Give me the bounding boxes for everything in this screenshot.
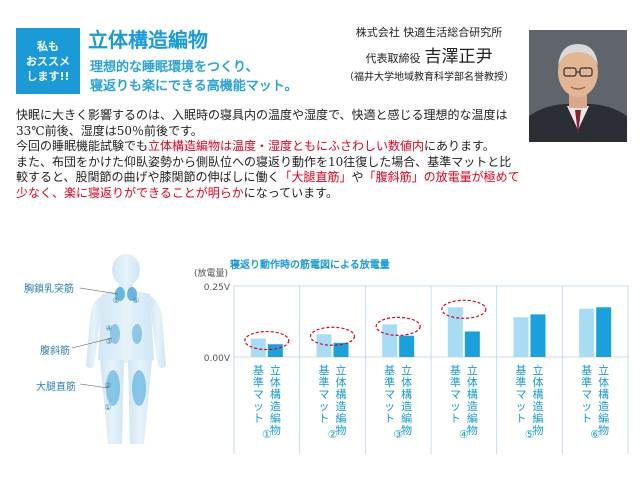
badge-line-2: おススメ (26, 54, 70, 68)
marker-1: ① (104, 403, 111, 412)
series-label-3d-knit: 立体構造編物 (598, 364, 610, 437)
author-block: 株式会社 快適生活総合研究所 代表取締役吉澤正尹 （福井大学地域教育科学部名誉教… (334, 24, 524, 83)
bar-3d-knit (464, 331, 480, 357)
highlight-ring (309, 326, 356, 346)
author-name: 吉澤正尹 (424, 47, 493, 67)
p3-text-3: になっています。 (243, 185, 338, 200)
label-sternocleidomastoid: 胸鎖乳突筋 (24, 284, 74, 295)
subtitle-line-1: 理想的な睡眠環境をつくり、 (90, 60, 259, 75)
bar-baseline-mat (579, 308, 595, 357)
bar-baseline-mat (250, 338, 266, 357)
emg-bar-chart: 0.25V 0.00V (204, 283, 629, 454)
bar-3d-knit (267, 344, 283, 357)
category-label: ⑥ (590, 428, 601, 441)
category-label: ① (261, 428, 272, 441)
paragraph-3: また、布団をかけた仰臥姿勢から側臥位への寝返り動作を10往復した場合、基準マット… (16, 155, 522, 202)
category-label: ⑤ (524, 428, 535, 441)
badge-line-1: 私も (37, 39, 59, 53)
article-body: 快眠に大きく影響するのは、入眠時の寝具内の温度や湿度で、快適と感じる理想的な温度… (16, 108, 522, 202)
human-body-figure: ⑤ ⑥ ④ ③ ② ① (71, 254, 166, 444)
series-label-3d-knit: 立体構造編物 (269, 364, 281, 437)
series-label-baseline-mat: 基準マット (252, 364, 264, 425)
marker-4: ④ (105, 324, 112, 333)
highlight-ring (244, 330, 290, 351)
paragraph-1: 快眠に大きく影響するのは、入眠時の寝具内の温度や湿度で、快適と感じる理想的な温度… (16, 108, 508, 138)
y-tick-base: 0.00V (204, 354, 231, 364)
highlight-ring (375, 316, 421, 336)
author-affiliation: （福井大学地域教育科学部名誉教授） (344, 72, 514, 83)
category-label: ② (327, 428, 338, 441)
portrait-illustration (529, 30, 627, 142)
series-label-3d-knit: 立体構造編物 (466, 364, 478, 437)
series-label-baseline-mat: 基準マット (384, 364, 396, 425)
badge-line-3: します!! (26, 69, 70, 83)
bar-3d-knit (333, 342, 349, 357)
chart-title: 寝返り動作時の筋電図による放電量 (230, 260, 390, 271)
series-label-baseline-mat: 基準マット (581, 364, 593, 425)
marker-3: ③ (105, 337, 112, 346)
highlight-ring (441, 299, 487, 319)
marker-5: ⑤ (112, 296, 119, 305)
y-axis-label: (放電量) (194, 269, 229, 279)
p3-highlight-2: 「腹斜筋」の放電量が極めて少なく、楽に寝返りができることが明らか (16, 170, 520, 200)
label-oblique: 腹斜筋 (40, 346, 70, 357)
bar-baseline-mat (382, 324, 398, 357)
p3-highlight-1: 「大腿直筋」 (279, 170, 352, 185)
p3-text-2: や (351, 170, 364, 185)
series-label-3d-knit: 立体構造編物 (401, 364, 413, 437)
subtitle-line-2: 寝返りも楽にできる高機能マット。 (90, 79, 298, 94)
p2-highlight: 立体構造編物は温度・湿度ともにふさわしい数値内 (148, 139, 425, 154)
series-label-3d-knit: 立体構造編物 (335, 364, 347, 437)
marker-6: ⑥ (132, 296, 139, 305)
bar-baseline-mat (316, 334, 332, 357)
series-label-baseline-mat: 基準マット (318, 364, 330, 425)
series-label-baseline-mat: 基準マット (449, 364, 461, 425)
series-label-baseline-mat: 基準マット (515, 364, 527, 425)
marker-2: ② (104, 381, 111, 390)
category-label: ④ (458, 428, 469, 441)
author-organization: 株式会社 快適生活総合研究所 (355, 26, 503, 39)
bar-3d-knit (399, 335, 415, 357)
author-name-row: 代表取締役吉澤正尹 (334, 42, 524, 67)
bar-baseline-mat (513, 317, 529, 357)
bar-baseline-mat (447, 307, 463, 357)
p2-text-2: にあります。 (424, 139, 495, 154)
y-tick-top: 0.25V (204, 283, 231, 293)
bar-3d-knit (596, 307, 612, 357)
p2-text-1: 今回の睡眠機能試験でも (16, 139, 149, 154)
bar-3d-knit (530, 314, 546, 357)
category-label: ③ (393, 428, 404, 441)
series-label-3d-knit: 立体構造編物 (532, 364, 544, 437)
product-title: 立体構造編物 (88, 28, 208, 52)
author-portrait (529, 30, 627, 142)
paragraph-2: 今回の睡眠機能試験でも立体構造編物は温度・湿度ともにふさわしい数値内にあります。 (16, 139, 522, 155)
product-subtitle: 理想的な睡眠環境をつくり、 寝返りも楽にできる高機能マット。 (90, 58, 297, 96)
label-rectus-femoris: 大腿直筋 (36, 382, 76, 393)
recommend-badge: 私も おススメ します!! (16, 28, 80, 94)
author-role: 代表取締役 (365, 52, 421, 65)
p3-text-1: また、布団をかけた仰臥姿勢から側臥位への寝返り動作を10往復した場合、基準マット… (16, 154, 512, 185)
